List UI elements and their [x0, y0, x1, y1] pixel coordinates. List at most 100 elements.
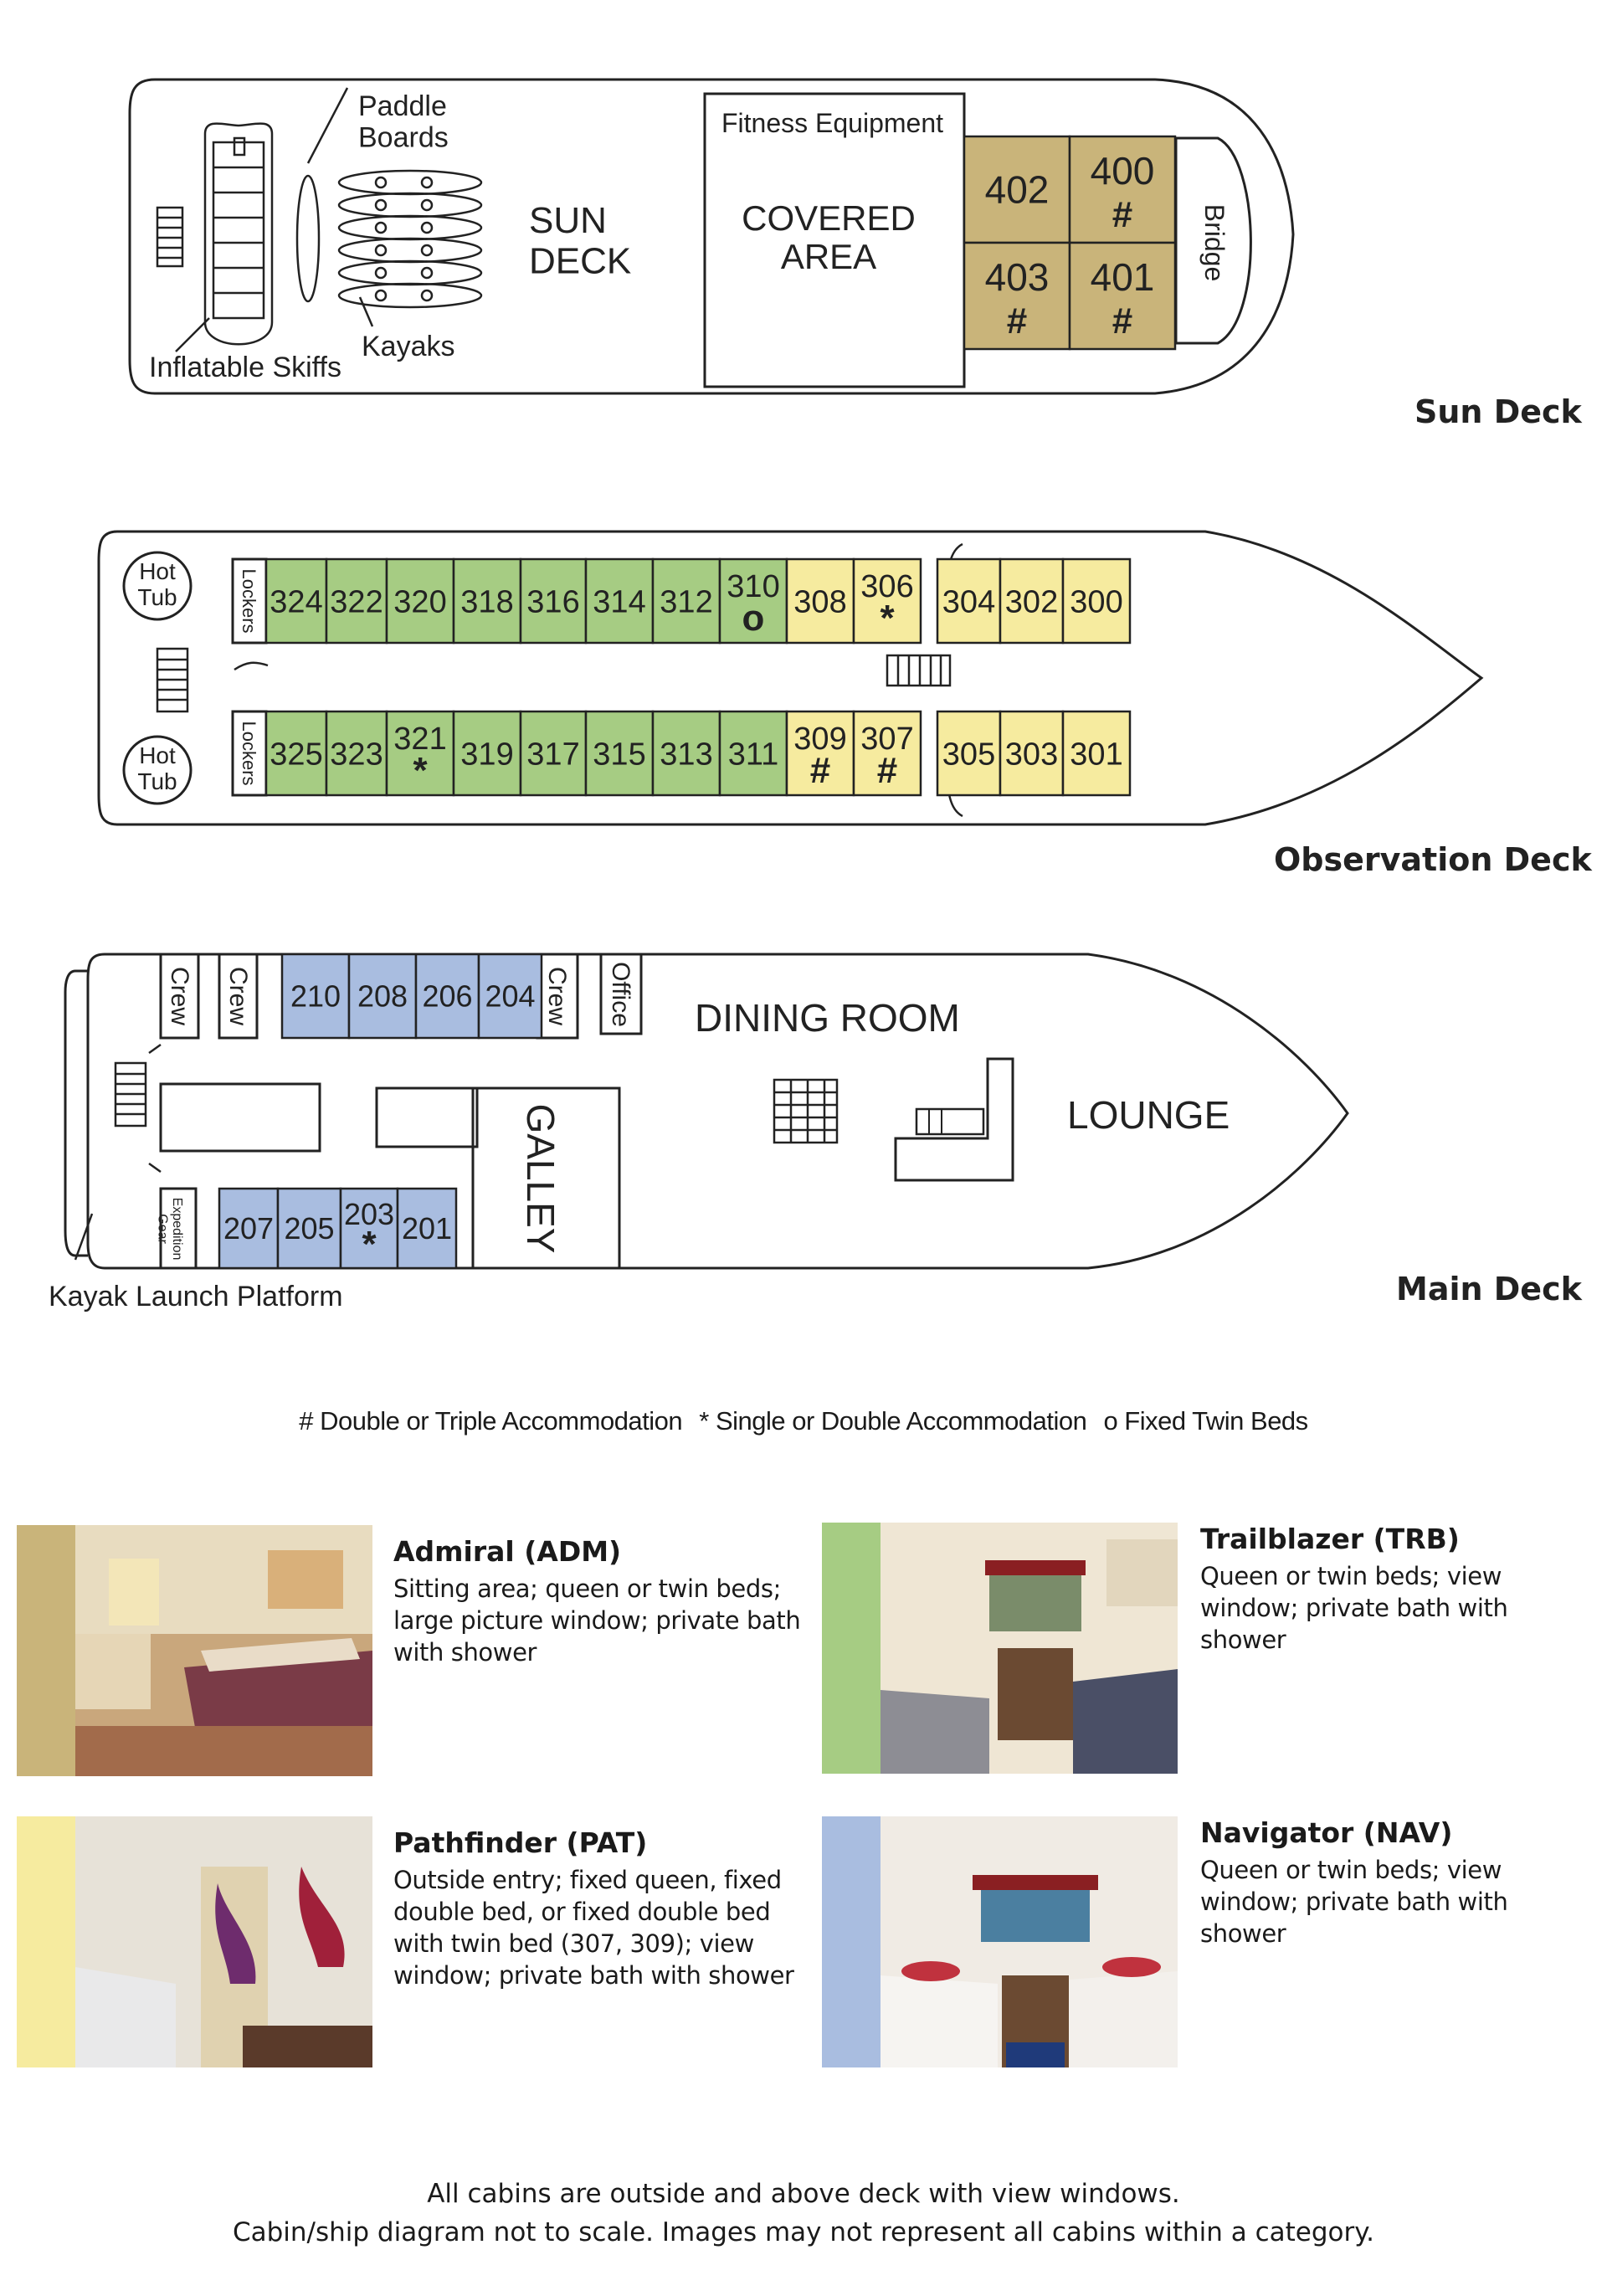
observation-deck-hull	[97, 530, 1484, 826]
category-card-pathfinder: Pathfinder (PAT) Outside entry; fixed qu…	[17, 1816, 812, 2067]
category-card-navigator: Navigator (NAV) Queen or twin beds; view…	[822, 1816, 1592, 2067]
cabin-number: 324	[270, 584, 322, 619]
expedition-gear-label: ExpeditionGear	[155, 1198, 184, 1261]
dining-room-label: DINING ROOM	[695, 996, 960, 1040]
sun-deck-hull	[128, 78, 1295, 395]
kayaks-drawing	[337, 169, 483, 309]
cabin-number: 315	[593, 737, 645, 772]
cabin-324: 324	[264, 557, 328, 645]
cabin-306: 306*	[852, 557, 922, 645]
cabin-309: 309#	[785, 710, 855, 797]
legend-double-triple: # Double or Triple Accommodation	[299, 1406, 683, 1436]
navigator-swatch	[822, 1816, 881, 2067]
cabin-318: 318	[452, 557, 522, 645]
office-room	[599, 953, 643, 1035]
cabin-308: 308	[785, 557, 855, 645]
admiral-photo	[75, 1525, 372, 1776]
cabin-317: 317	[519, 710, 588, 797]
cabin-302: 302	[999, 557, 1065, 645]
cabin-300: 300	[1061, 557, 1132, 645]
cabin-number: 311	[728, 737, 779, 772]
cabin-number: 319	[460, 737, 513, 772]
cabin-315: 315	[584, 710, 655, 797]
crew-label-3: Crew	[543, 967, 571, 1025]
admiral-swatch	[17, 1525, 75, 1776]
cabin-number: 205	[284, 1211, 334, 1246]
cabin-number: 310	[726, 569, 779, 604]
category-card-trailblazer: Trailblazer (TRB) Queen or twin beds; vi…	[822, 1523, 1592, 1774]
main-deck-hull	[86, 953, 1349, 1270]
cabin-accommodation-mark: #	[1112, 194, 1132, 235]
cabin-304: 304	[936, 557, 1002, 645]
cabin-accommodation-mark: *	[880, 598, 895, 639]
navigator-text: Navigator (NAV) Queen or twin beds; view…	[1200, 1816, 1585, 1949]
trailblazer-swatch	[822, 1523, 881, 1774]
crew-room-2	[218, 953, 259, 1040]
cabin-number: 301	[1070, 737, 1122, 772]
cabin-number: 207	[223, 1211, 274, 1246]
main-deck-box-mid	[375, 1086, 479, 1148]
cabin-401: 401#	[1068, 241, 1177, 351]
lounge-label: LOUNGE	[1067, 1093, 1230, 1137]
lockers-bottom-label: Lockers	[239, 721, 259, 785]
cabin-number: 317	[526, 737, 579, 772]
cabin-accommodation-mark: *	[362, 1224, 377, 1265]
cabin-number: 305	[942, 737, 995, 772]
cabin-316: 316	[519, 557, 588, 645]
pathfinder-desc: Outside entry; fixed queen, fixed double…	[393, 1866, 794, 1990]
footer-line-1: All cabins are outside and above deck wi…	[427, 2179, 1180, 2209]
cabin-accommodation-mark: o	[742, 598, 765, 639]
pathfinder-swatch	[17, 1816, 75, 2067]
cabin-accommodation-mark: *	[413, 750, 428, 791]
cabin-210: 210	[280, 953, 351, 1040]
office-label: Office	[607, 962, 634, 1027]
main-deck-box-left	[159, 1082, 321, 1153]
cabin-number: 203	[344, 1197, 394, 1231]
bridge-label: Bridge	[1199, 204, 1230, 282]
trailblazer-text: Trailblazer (TRB) Queen or twin beds; vi…	[1200, 1523, 1585, 1656]
cabin-number: 208	[357, 979, 408, 1014]
cabin-number: 204	[485, 979, 535, 1014]
kayak-launch-label: Kayak Launch Platform	[49, 1281, 343, 1312]
cabin-number: 313	[660, 737, 712, 772]
cabin-number: 309	[793, 722, 846, 757]
galley-label: GALLEY	[519, 1104, 562, 1254]
fitness-equipment-label: Fitness Equipment	[721, 108, 943, 138]
cabin-number: 303	[1005, 737, 1058, 772]
cabin-number: 314	[593, 584, 645, 619]
cabin-206: 206	[414, 953, 480, 1040]
cabin-number: 308	[793, 584, 846, 619]
cabin-number: 402	[985, 168, 1050, 212]
pathfinder-text: Pathfinder (PAT) Outside entry; fixed qu…	[393, 1816, 812, 1991]
lockers-top-label: Lockers	[239, 568, 259, 633]
cabin-accommodation-mark: #	[810, 750, 830, 791]
cabin-403: 403#	[963, 241, 1071, 351]
cabin-201: 201	[396, 1187, 458, 1270]
cabin-number: 316	[526, 584, 579, 619]
cabin-204: 204	[477, 953, 543, 1040]
cabin-number: 321	[393, 722, 446, 757]
expedition-gear-box	[159, 1187, 198, 1270]
observation-stairs-center	[886, 654, 952, 687]
sun-deck-stairs	[156, 206, 184, 268]
cabin-301: 301	[1061, 710, 1132, 797]
cabin-number: 206	[422, 979, 472, 1014]
main-stairs-left	[114, 1061, 147, 1127]
inflatable-skiffs-label: Inflatable Skiffs	[149, 352, 341, 383]
navigator-name: Navigator (NAV)	[1200, 1816, 1453, 1849]
cabin-number: 302	[1005, 584, 1058, 619]
cabin-number: 320	[393, 584, 446, 619]
crew-label-2: Crew	[224, 967, 252, 1025]
cabin-number: 403	[985, 255, 1050, 299]
cabin-207: 207	[218, 1187, 280, 1270]
trailblazer-name: Trailblazer (TRB)	[1200, 1523, 1460, 1555]
accommodation-legend: # Double or Triple Accommodation * Singl…	[0, 1406, 1607, 1436]
